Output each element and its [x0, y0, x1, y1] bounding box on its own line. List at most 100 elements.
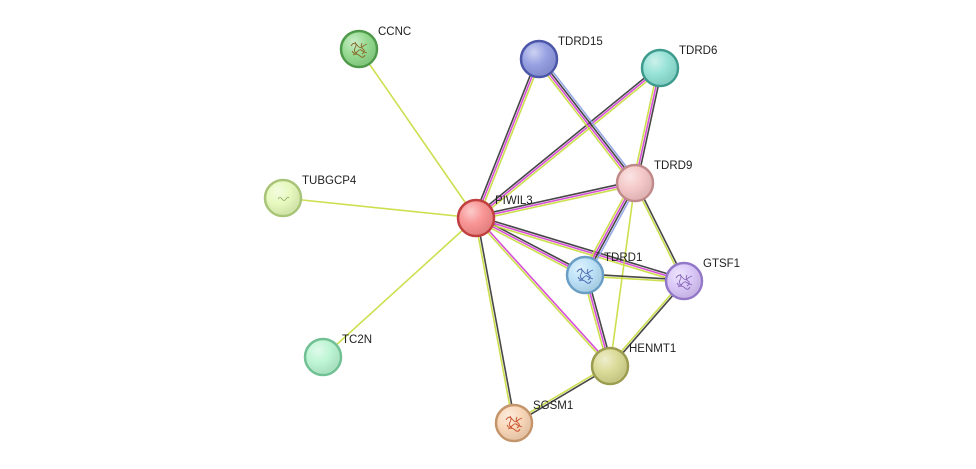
structure-stroke — [515, 416, 520, 429]
structure-stroke — [677, 285, 691, 290]
edge-tdrd15-tdrd9[interactable] — [535, 56, 639, 186]
protein-structure-icon — [505, 415, 523, 432]
edge-evidence-line — [476, 216, 612, 366]
node-ccnc[interactable]: CCNC — [339, 26, 411, 69]
edge-evidence-line — [474, 219, 585, 278]
structure-stroke — [676, 281, 693, 286]
node-label: TDRD6 — [679, 45, 717, 57]
node-highlight — [618, 166, 652, 200]
protein-structure-icon — [576, 267, 594, 284]
structure-stroke — [505, 416, 523, 423]
structure-stroke — [507, 427, 521, 432]
structure-stroke — [576, 268, 594, 275]
edge-evidence-line — [539, 57, 637, 183]
node-tdrd15[interactable]: TDRD15 — [519, 36, 603, 79]
edge-evidence-line — [476, 69, 662, 221]
edge-evidence-line — [476, 217, 516, 423]
node-label: TC2N — [342, 334, 372, 346]
edge-piwil3-tubgcp4[interactable] — [282, 197, 477, 219]
structure-stroke — [353, 41, 358, 55]
edge-evidence-line — [475, 217, 685, 282]
edge-piwil3-tdrd9[interactable] — [475, 180, 636, 221]
structure-stroke — [578, 279, 592, 284]
edge-evidence-line — [477, 59, 542, 220]
edge-piwil3-gtsf1[interactable] — [475, 215, 685, 284]
edge-piwil3-ccnc[interactable] — [358, 48, 477, 219]
edge-evidence-line — [473, 57, 538, 218]
node-piwil3[interactable]: PIWIL3 — [456, 195, 533, 238]
edge-evidence-line — [475, 219, 684, 284]
node-highlight — [306, 340, 340, 374]
edge-tdrd9-henmt1[interactable] — [609, 182, 636, 367]
protein-structure-icon — [675, 273, 693, 290]
structure-stroke — [579, 267, 584, 281]
edge-evidence-line — [358, 48, 477, 219]
node-label: CCNC — [378, 26, 411, 38]
node-tdrd1[interactable]: TDRD1 — [565, 252, 642, 295]
node-highlight — [643, 51, 677, 85]
structure-stroke — [675, 274, 693, 281]
edge-tdrd6-tdrd9[interactable] — [632, 67, 663, 184]
node-label: HENMT1 — [629, 343, 676, 355]
edge-evidence-line — [634, 67, 661, 184]
node-label: TDRD15 — [558, 36, 603, 48]
edge-evidence-line — [475, 217, 586, 276]
structure-stroke — [678, 273, 683, 287]
node-tdrd9[interactable]: TDRD9 — [615, 160, 692, 203]
edge-piwil3-henmt1[interactable] — [474, 216, 612, 368]
node-label: GTSF1 — [703, 258, 740, 270]
node-highlight — [459, 201, 493, 235]
node-highlight — [266, 181, 300, 215]
structure-stroke — [277, 196, 290, 201]
edge-evidence-line — [474, 65, 660, 217]
edge-piwil3-tdrd6[interactable] — [474, 65, 662, 221]
edge-piwil3-sgsm1[interactable] — [474, 217, 516, 424]
edge-evidence-line — [282, 197, 477, 219]
structure-stroke — [586, 268, 591, 281]
structure-stroke — [506, 423, 523, 428]
node-label: PIWIL3 — [495, 195, 533, 207]
edge-evidence-line — [632, 67, 659, 183]
edge-evidence-line — [540, 56, 639, 182]
edge-piwil3-tdrd15[interactable] — [473, 57, 542, 220]
protein-structure-icon — [277, 196, 290, 201]
structure-stroke — [577, 275, 594, 280]
edge-evidence-line — [476, 184, 636, 221]
edge-evidence-line — [609, 182, 636, 367]
node-label: TDRD1 — [604, 252, 642, 264]
node-tdrd6[interactable]: TDRD6 — [640, 45, 717, 88]
node-highlight — [568, 258, 602, 292]
edge-evidence-line — [537, 59, 635, 185]
structure-stroke — [351, 49, 368, 54]
structure-stroke — [350, 42, 368, 49]
edge-evidence-line — [475, 182, 636, 219]
structure-stroke — [685, 274, 690, 287]
edge-evidence-line — [535, 60, 634, 186]
node-highlight — [342, 32, 376, 66]
edge-evidence-line — [475, 58, 540, 219]
structure-stroke — [360, 42, 365, 55]
node-label: TDRD9 — [654, 160, 692, 172]
node-label: SGSM1 — [533, 400, 573, 412]
node-tubgcp4[interactable]: TUBGCP4 — [263, 175, 357, 218]
node-highlight — [667, 264, 701, 298]
edge-evidence-line — [636, 68, 663, 184]
node-label: TUBGCP4 — [302, 175, 357, 187]
node-highlight — [497, 406, 531, 440]
edge-piwil3-tc2n[interactable] — [322, 217, 477, 358]
structure-stroke — [352, 53, 366, 58]
node-highlight — [593, 349, 627, 383]
node-sgsm1[interactable]: SGSM1 — [494, 400, 573, 443]
node-henmt1[interactable]: HENMT1 — [590, 343, 676, 386]
edge-evidence-line — [475, 67, 661, 219]
node-tc2n[interactable]: TC2N — [303, 334, 372, 377]
edge-evidence-line — [474, 218, 610, 368]
edge-evidence-line — [475, 180, 635, 217]
node-highlight — [522, 42, 556, 76]
edge-evidence-line — [474, 218, 514, 424]
node-gtsf1[interactable]: GTSF1 — [664, 258, 740, 301]
protein-structure-icon — [350, 41, 368, 58]
edge-evidence-line — [322, 217, 477, 358]
